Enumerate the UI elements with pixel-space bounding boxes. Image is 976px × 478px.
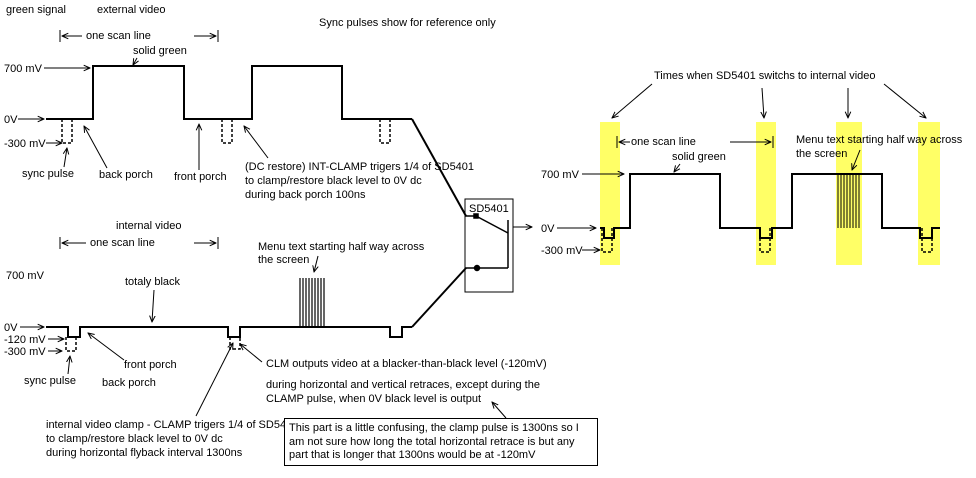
sync-pulses-bottom [65, 337, 241, 352]
label-neg300mv-top: -300 mV [4, 138, 46, 150]
label-solid-green-top: solid green [133, 45, 187, 57]
highlight-band [918, 122, 940, 265]
label-sd5401: SD5401 [469, 203, 509, 215]
label-neg300mv-bottom: -300 mV [4, 346, 46, 358]
scan-line-marker-top [59, 30, 219, 42]
label-totaly-black: totaly black [125, 276, 181, 288]
label-menu-text-right-1: Menu text starting half way across [796, 134, 963, 146]
label-back-porch-top: back porch [99, 169, 153, 181]
label-times-switch: Times when SD5401 switchs to internal vi… [654, 70, 876, 82]
arrow-clm [240, 344, 263, 363]
clm-note: CLM outputs video at a blacker-than-blac… [266, 358, 547, 405]
label-0v-right: 0V [541, 223, 555, 235]
clamp-line: during horizontal flyback interval 1300n… [46, 447, 243, 459]
clamp-line: to clamp/restore black level to 0V dc [46, 433, 223, 445]
note-line: This part is a little confusing, the cla… [289, 422, 579, 434]
menu-text-burst-right [837, 174, 860, 228]
label-700mv-bottom: 700 mV [6, 270, 45, 282]
label-menu-text-bottom-1: Menu text starting half way across [258, 241, 425, 253]
dc-restore-line: to clamp/restore black level to 0V dc [245, 175, 422, 187]
label-menu-text-bottom-2: the screen [258, 254, 309, 266]
label-scan-line-right: one scan line [631, 136, 696, 148]
wire-internal-to-switch [411, 267, 467, 328]
arrow-solid-green-right [674, 163, 681, 172]
header-note: Sync pulses show for reference only [319, 17, 496, 29]
label-sync-pulse-top: sync pulse [22, 168, 74, 180]
label-scan-line-bottom: one scan line [90, 237, 155, 249]
arrow-sync-pulse-bottom [68, 356, 70, 375]
arrow-back-porch-top [84, 126, 108, 169]
wire-external-to-switch [411, 118, 467, 217]
label-menu-text-right-2: the screen [796, 148, 847, 160]
arrow-totaly-black [152, 289, 154, 322]
label-700mv-right: 700 mV [541, 169, 580, 181]
arrow-sync-pulse-top [64, 148, 67, 168]
sync-pulses-right [601, 228, 933, 253]
label-front-porch-bottom: front porch [124, 359, 177, 371]
switch-contacts [465, 213, 509, 272]
sd5401-switch-box [464, 198, 514, 293]
note-line: part that is longer that 1300ns would be… [289, 449, 536, 461]
dc-restore-note: (DC restore) INT-CLAMP trigers 1/4 of SD… [245, 161, 474, 201]
sync-pulses-top [61, 119, 391, 144]
menu-text-burst-bottom [299, 278, 325, 327]
clamp-note: internal video clamp - CLAMP trigers 1/4… [46, 419, 298, 459]
arrow-dc-restore [244, 126, 269, 159]
label-green-signal: green signal [6, 4, 66, 16]
label-sync-pulse-bottom: sync pulse [24, 375, 76, 387]
arrows-times-switch [612, 83, 926, 118]
label-700mv-top: 700 mV [4, 63, 43, 75]
label-front-porch-top: front porch [174, 171, 227, 183]
arrow-menu-text-bottom [314, 255, 318, 272]
arrow-clamp [195, 343, 233, 417]
clamp-line: internal video clamp - CLAMP trigers 1/4… [46, 419, 298, 431]
clm-line: during horizontal and vertical retraces,… [266, 379, 540, 391]
scan-line-marker-bottom [59, 237, 219, 249]
label-solid-green-right: solid green [672, 151, 726, 163]
external-video-waveform [46, 65, 412, 120]
label-0v-top: 0V [4, 114, 18, 126]
label-neg300mv-right: -300 mV [541, 245, 583, 257]
scan-line-marker-right [616, 136, 774, 148]
label-back-porch-bottom: back porch [102, 377, 156, 389]
label-0v-bottom: 0V [4, 322, 18, 334]
clm-line: CLAMP pulse, when 0V black level is outp… [266, 393, 481, 405]
dc-restore-line: during back porch 100ns [245, 189, 366, 201]
note-line: am not sure how long the total horizonta… [289, 435, 575, 448]
arrow-solid-green-top [133, 57, 137, 65]
note-box: This part is a little confusing, the cla… [284, 418, 598, 466]
highlight-band [836, 122, 862, 265]
label-internal-video: internal video [116, 220, 181, 232]
internal-video-waveform [46, 326, 412, 338]
arrow-note-box [492, 402, 507, 419]
dc-restore-line: (DC restore) INT-CLAMP trigers 1/4 of SD… [245, 161, 474, 173]
arrow-menu-text-right [852, 149, 861, 170]
output-video-waveform [600, 173, 940, 239]
label-neg120mv-bottom: -120 mV [4, 334, 46, 346]
arrow-front-porch-bottom [88, 333, 125, 361]
label-scan-line-top: one scan line [86, 30, 151, 42]
clm-line: CLM outputs video at a blacker-than-blac… [266, 358, 547, 370]
label-external-video: external video [97, 4, 166, 16]
